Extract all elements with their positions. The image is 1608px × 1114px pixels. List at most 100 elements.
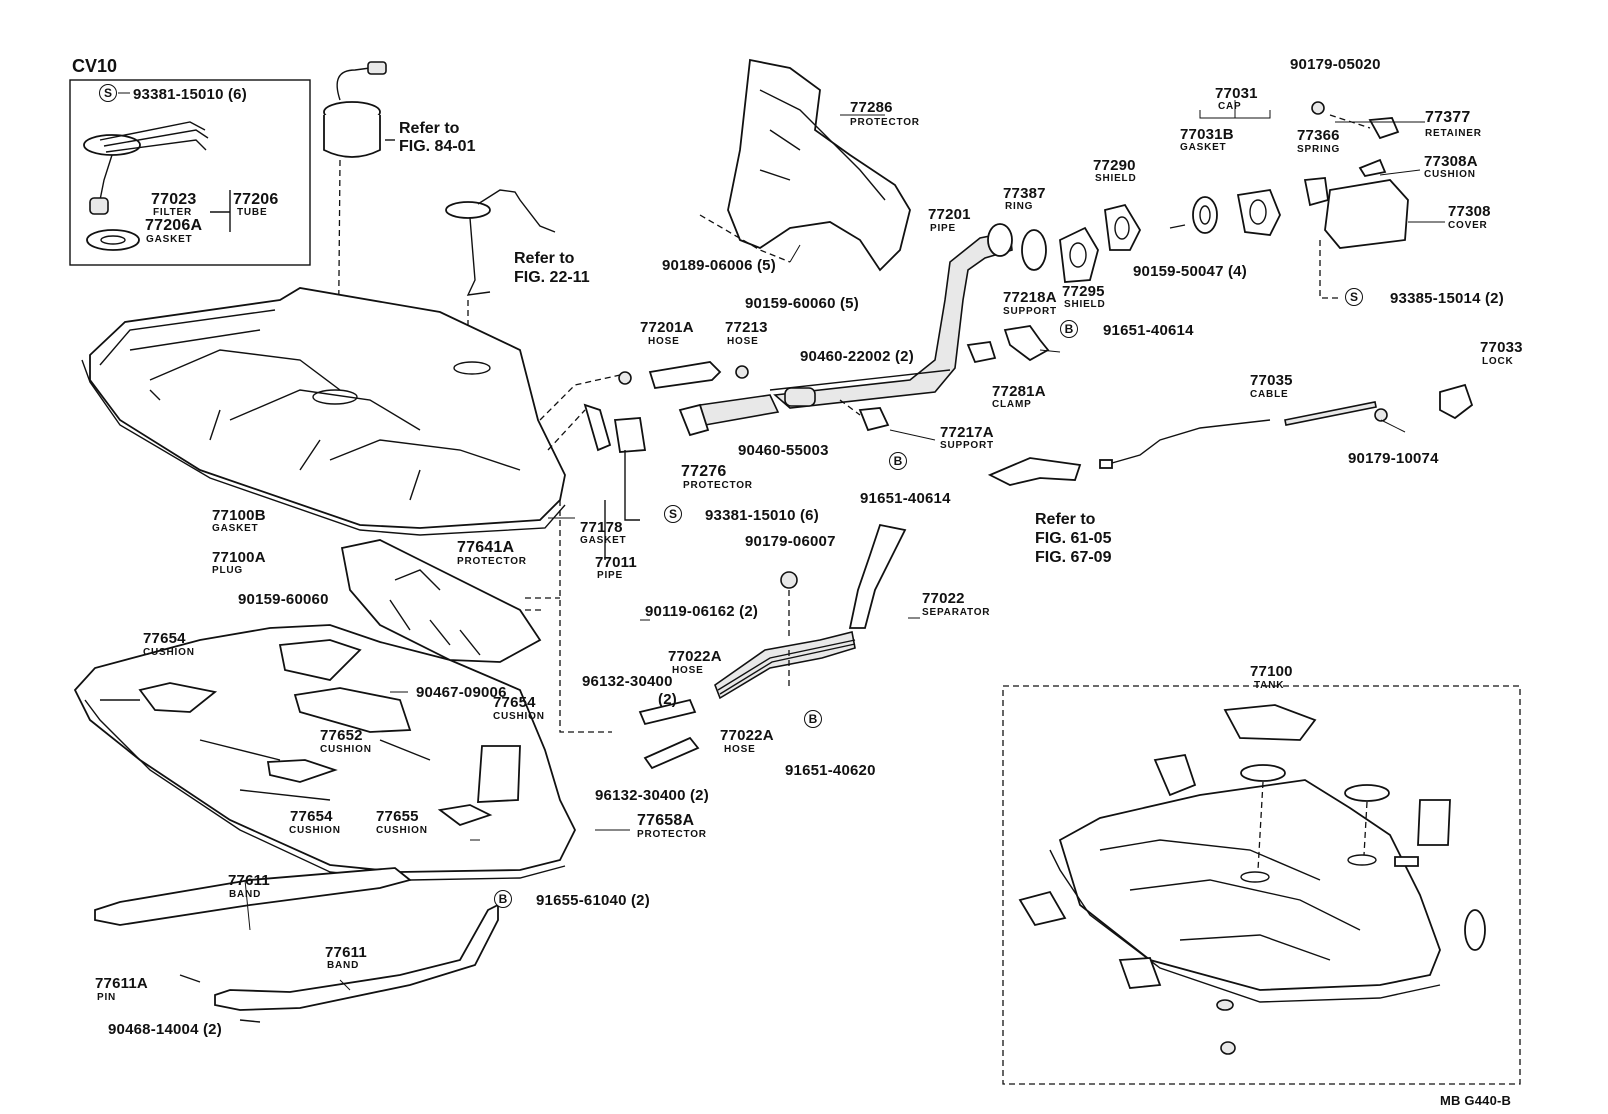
part-77611-a-desc: BAND [229,889,262,900]
part-96132-30400-b: 96132-30400 (2) [595,787,709,804]
part-77031: 77031 [1215,85,1258,102]
part-90159-50047: 90159-50047 (4) [1133,263,1247,280]
refer-fig-22-11-line1: Refer to [514,250,575,267]
main-fuel-tank-drawing [81,287,566,536]
part-77654-a: 77654 [143,630,186,647]
part-90467-09006: 90467-09006 [416,684,507,701]
part-77652: 77652 [320,727,363,744]
part-77641A: 77641A [457,539,515,556]
part-91655-61040: 91655-61040 (2) [536,892,650,909]
part-91651-40614-a: 91651-40614 [1103,322,1194,339]
part-93385-15014: 93385-15014 (2) [1390,290,1504,307]
part-77387: 77387 [1003,185,1046,202]
b-marker-icon: B [494,890,512,908]
part-77654-b-desc: CUSHION [493,711,545,722]
part-77022A-a: 77022A [668,648,722,665]
figure-code: MB G440-B [1440,1093,1512,1108]
part-77611-b-desc: BAND [327,960,360,971]
tank-bands-drawing [94,867,499,1023]
part-77308: 77308 [1448,203,1491,220]
part-77201-desc: PIPE [930,223,956,234]
part-90159-60060: 90159-60060 [238,591,329,608]
part-91651-40614-b: 91651-40614 [860,490,951,507]
part-77033: 77033 [1480,339,1523,356]
part-96132-30400-a-qty: (2) [658,691,677,708]
protector-77641a-drawing [340,539,560,663]
part-77100-desc: TANK [1254,680,1285,691]
part-77022-desc: SEPARATOR [922,607,991,618]
part-90179-10074: 90179-10074 [1348,450,1439,467]
part-93381-15010-a: 93381-15010 (6) [133,86,247,103]
part-77611-a: 77611 [228,872,270,889]
part-77654-b: 77654 [493,694,536,711]
part-77206A: 77206A [145,217,203,234]
fuel-pump-bracket-drawing [445,189,556,360]
part-77031-desc: CAP [1218,101,1242,112]
lower-tank-drawing [73,624,577,881]
part-77276-desc: PROTECTOR [683,480,753,491]
part-91651-40620: 91651-40620 [785,762,876,779]
part-77100A-desc: PLUG [212,565,243,576]
part-77178-desc: GASKET [580,535,627,546]
cv10-fuel-tube-drawing [83,121,231,251]
support-clamp-drawing [839,325,1050,432]
part-77611A-desc: PIN [97,992,117,1003]
cable-lock-drawing [987,383,1474,486]
part-77295-desc: SHIELD [1064,299,1106,310]
part-77035: 77035 [1250,372,1293,389]
part-77035-desc: CABLE [1250,389,1289,400]
part-77011: 77011 [595,554,637,571]
part-77366-desc: SPRING [1297,144,1341,155]
part-77031B: 77031B [1180,126,1234,143]
part-90460-22002: 90460-22002 (2) [800,348,914,365]
part-77295: 77295 [1062,283,1105,300]
part-77100B-desc: GASKET [212,523,259,534]
part-90179-06007: 90179-06007 [745,533,836,550]
part-77206: 77206 [233,191,279,208]
b-marker-icon: B [889,452,907,470]
fuel-door-parts-drawing [1303,101,1409,299]
cv10-inset-frame [69,79,311,266]
variant-label: CV10 [72,56,118,76]
s-marker-icon: S [99,84,117,102]
part-77654-c: 77654 [290,808,333,825]
part-77022A-a-desc: HOSE [672,665,704,676]
part-77023: 77023 [151,191,197,208]
part-90179-05020: 90179-05020 [1290,56,1381,73]
part-77654-a-desc: CUSHION [143,647,195,658]
part-77377: 77377 [1425,109,1471,126]
part-77655-desc: CUSHION [376,825,428,836]
separator-77022-drawing [638,523,907,770]
part-77658A: 77658A [637,812,695,829]
refer-fig-61-05-line1: Refer to [1035,511,1096,528]
part-77022: 77022 [922,590,965,607]
hose-cluster-drawing [539,361,780,733]
part-77201A: 77201A [640,319,694,336]
part-77308-desc: COVER [1448,220,1488,231]
tank-inset-frame [1002,685,1521,1085]
refer-fig-84-01-line1: Refer to [399,120,460,137]
b-marker-icon: B [1060,320,1078,338]
part-90189-06006: 90189-06006 (5) [662,257,776,274]
part-77100: 77100 [1250,663,1293,680]
part-77308A-desc: CUSHION [1424,169,1476,180]
part-77286-desc: PROTECTOR [850,117,920,128]
refer-fig-67-09-line3: FIG. 67-09 [1035,549,1112,566]
part-90159-60060-5: 90159-60060 (5) [745,295,859,312]
part-77022A-b-desc: HOSE [724,744,756,755]
refer-fig-22-11-line2: FIG. 22-11 [514,269,590,286]
part-77213-desc: HOSE [727,336,759,347]
part-77655: 77655 [376,808,419,825]
part-90119-06162: 90119-06162 (2) [645,603,759,620]
part-93381-15010-b: 93381-15010 (6) [705,507,819,524]
part-77290: 77290 [1093,157,1136,174]
refer-fig-84-01-line2: FIG. 84-01 [399,138,476,155]
part-77641A-desc: PROTECTOR [457,556,527,567]
part-77033-desc: LOCK [1482,356,1514,367]
part-77022A-b: 77022A [720,727,774,744]
part-77201: 77201 [928,206,971,223]
b-marker-icon: B [804,710,822,728]
leader-lines [118,92,1445,991]
